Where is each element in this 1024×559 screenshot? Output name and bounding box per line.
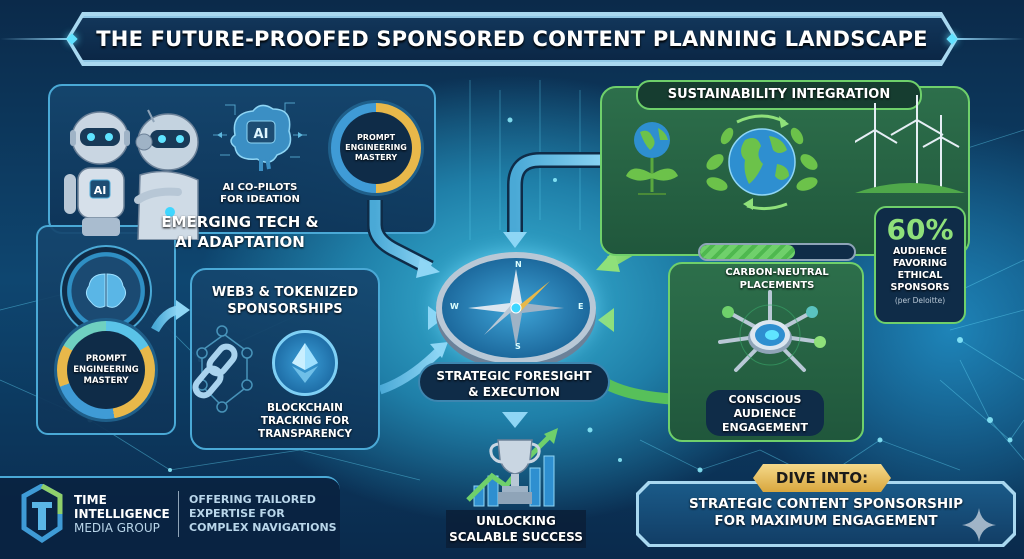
prompt-ring-bottom-line3: MASTERY [83, 375, 129, 386]
brand-line1: TIME [74, 493, 107, 507]
carbon-neutral-progress-fill [700, 245, 796, 259]
trophy-growth-icon [466, 428, 558, 507]
strategic-foresight-label: STRATEGIC FORESIGHT & EXECUTION [418, 362, 610, 402]
brand-logo-icon [21, 484, 63, 544]
brand-tagline-line3: COMPLEX NAVIGATIONS [189, 521, 337, 534]
ai-copilots-caption: AI CO-PILOTS FOR IDEATION [210, 182, 310, 206]
audience-stat-line3: ETHICAL [897, 270, 943, 281]
emerging-tech-heading: EMERGING TECH & AI ADAPTATION [140, 212, 340, 252]
compass-n: N [515, 260, 522, 269]
compass-rose-icon [468, 269, 564, 347]
scalable-success-line1: UNLOCKING [476, 514, 556, 528]
carbon-neutral-progress-bar [698, 243, 856, 261]
page-title: THE FUTURE-PROOFED SPONSORED CONTENT PLA… [96, 27, 928, 51]
ai-brain-icon: AI [213, 102, 307, 171]
robot-icon: AI [64, 109, 199, 240]
blockchain-link-icon [192, 325, 253, 413]
brand-footer-panel [0, 476, 340, 559]
compass-w: W [450, 302, 459, 311]
audience-stat-card: 60% AUDIENCE FAVORING ETHICAL SPONSORS (… [874, 206, 966, 324]
prompt-ring-bottom-inner: PROMPT ENGINEERING MASTERY [67, 331, 145, 409]
earth-leaves-icon [706, 114, 818, 211]
sustainability-heading-text: SUSTAINABILITY INTEGRATION [667, 87, 891, 102]
compass-e: E [578, 302, 584, 311]
strategic-foresight-line2: & EXECUTION [468, 385, 560, 399]
conscious-engagement-label: CONSCIOUS AUDIENCE ENGAGEMENT [706, 390, 824, 436]
sustainability-heading: SUSTAINABILITY INTEGRATION [636, 80, 922, 110]
title-line-right [954, 38, 1024, 40]
blockchain-caption-line2: TRACKING FOR [260, 415, 350, 427]
blockchain-caption: BLOCKCHAIN TRACKING FOR TRANSPARENCY [240, 402, 370, 441]
wind-turbine-icon [855, 95, 965, 193]
cta-badge: DIVE INTO: [753, 464, 891, 492]
cta-line1: STRATEGIC CONTENT SPONSORSHIP [688, 496, 964, 512]
web3-heading-line2: SPONSORSHIPS [227, 302, 343, 317]
ethereum-coin-icon [272, 330, 338, 396]
strategic-foresight-line1: STRATEGIC FORESIGHT [436, 369, 592, 383]
audience-stat-line4: SPONSORS [890, 282, 950, 293]
prompt-ring-bottom-line1: PROMPT [85, 353, 127, 364]
title-line-left [0, 38, 70, 40]
ai-copilots-line1: AI CO-PILOTS [222, 182, 298, 193]
blockchain-caption-line1: BLOCKCHAIN [267, 402, 343, 414]
prompt-engineering-ring-top: PROMPT ENGINEERING MASTERY [328, 100, 424, 196]
tree-globe-icon [626, 122, 678, 195]
conscious-engagement-line1: CONSCIOUS [728, 393, 802, 406]
cta-line2: FOR MAXIMUM ENGAGEMENT [714, 513, 938, 529]
brain-icon [85, 273, 127, 308]
prompt-engineering-ring-bottom: PROMPT ENGINEERING MASTERY [54, 318, 158, 422]
brand-divider [178, 491, 179, 537]
prompt-ring-top-line3: MASTERY [354, 153, 398, 162]
brand-name: TIME INTELLIGENCE MEDIA GROUP [74, 493, 170, 535]
brand-tagline: OFFERING TAILORED EXPERTISE FOR COMPLEX … [189, 493, 337, 535]
engagement-hub-icon [718, 290, 826, 372]
emerging-tech-heading-line2: AI ADAPTATION [175, 233, 305, 251]
cta-badge-text: DIVE INTO: [775, 469, 869, 487]
svg-text:AI: AI [254, 127, 269, 142]
brand-line2: INTELLIGENCE [74, 507, 170, 521]
title-banner: THE FUTURE-PROOFED SPONSORED CONTENT PLA… [70, 16, 954, 62]
scalable-success-label: UNLOCKING SCALABLE SUCCESS [446, 510, 586, 548]
carbon-neutral-line2: PLACEMENTS [739, 280, 815, 291]
audience-stat-source: (per Deloitte) [894, 296, 946, 305]
brand-tagline-line1: OFFERING TAILORED [189, 493, 316, 506]
ai-copilots-line2: FOR IDEATION [220, 194, 300, 205]
web3-heading: WEB3 & TOKENIZED SPONSORSHIPS [190, 284, 380, 318]
brand-tagline-line2: EXPERTISE FOR [189, 507, 285, 520]
cta-banner[interactable]: STRATEGIC CONTENT SPONSORSHIP FOR MAXIMU… [639, 484, 1013, 544]
emerging-tech-heading-line1: EMERGING TECH & [161, 213, 319, 231]
prompt-ring-top-line2: ENGINEERING [345, 143, 407, 152]
svg-text:AI: AI [94, 184, 107, 197]
conscious-engagement-line3: ENGAGEMENT [722, 421, 808, 434]
compass-s: S [515, 342, 521, 351]
web3-heading-line1: WEB3 & TOKENIZED [211, 285, 359, 300]
blockchain-caption-line3: TRANSPARENCY [258, 428, 352, 440]
carbon-neutral-label: CARBON-NEUTRAL PLACEMENTS [690, 266, 864, 292]
scalable-success-line2: SCALABLE SUCCESS [449, 530, 583, 544]
audience-stat-line2: FAVORING [893, 258, 947, 269]
prompt-ring-bottom-line2: ENGINEERING [73, 364, 139, 375]
audience-stat-line1: AUDIENCE [892, 246, 948, 257]
prompt-ring-top-line1: PROMPT [356, 133, 396, 142]
audience-stat-value: 60% [886, 213, 954, 246]
sparkle-icon [962, 508, 996, 542]
carbon-neutral-line1: CARBON-NEUTRAL [725, 267, 829, 278]
prompt-ring-top-inner: PROMPT ENGINEERING MASTERY [340, 112, 412, 184]
brand-line3: MEDIA GROUP [74, 521, 160, 535]
compass: N S W E [436, 252, 596, 364]
conscious-engagement-line2: AUDIENCE [733, 407, 797, 420]
